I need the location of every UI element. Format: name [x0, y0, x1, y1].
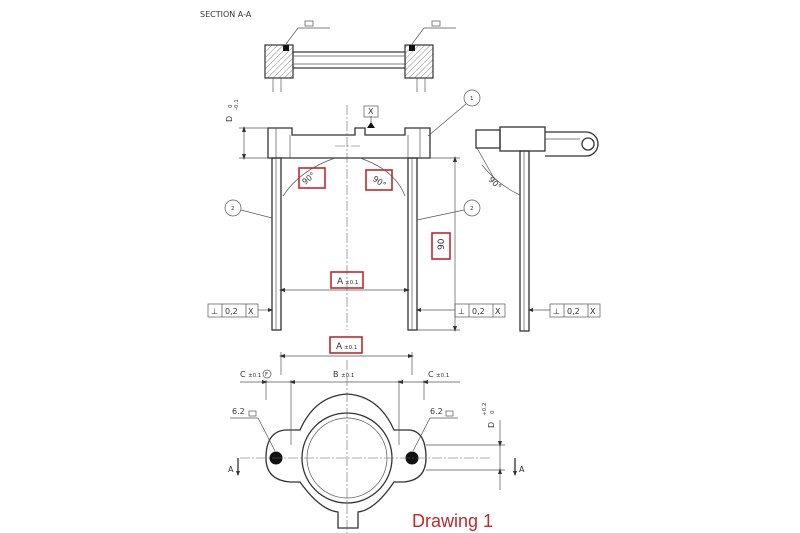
section-view: SECTION A-A — [200, 10, 456, 92]
svg-text:X: X — [248, 307, 254, 316]
dim-d-bottom-label: D — [487, 422, 496, 428]
tolerance-frame-left: ⊥ 0,2 X — [207, 303, 273, 318]
dim-c-right-tol: ±0.1 — [436, 373, 449, 379]
weld-left-text: 6.2 — [232, 407, 245, 416]
dim-a-bottom-box — [329, 336, 363, 354]
dim-d-bottom-tol-lower: 0 — [490, 410, 496, 414]
top-view: A ±0.1 C ±0.1 F B ±0.1 C ±0.1 — [228, 336, 525, 533]
callout-1-label: 1 — [470, 96, 474, 102]
datum-triangle — [367, 122, 375, 128]
svg-text:⊥: ⊥ — [211, 307, 218, 316]
svg-text:X: X — [590, 307, 596, 316]
svg-text:⊥: ⊥ — [458, 307, 465, 316]
datum-x-label: X — [368, 107, 374, 116]
dim-a-middle-tol: ±0.1 — [345, 280, 358, 286]
datum-x-box — [363, 105, 379, 118]
drawing-caption: Drawing 1 — [412, 511, 493, 531]
free-state-modifier — [262, 369, 272, 379]
dim-a-bottom-label: A — [336, 342, 343, 352]
dim-c-left-label: C — [240, 370, 246, 379]
svg-text:0,2: 0,2 — [472, 307, 485, 316]
section-bar — [292, 51, 406, 69]
angle-left-box — [298, 167, 326, 189]
dim-d-top-tol-lower: -0.1 — [234, 99, 240, 110]
callout-1 — [463, 89, 481, 107]
dim-c-right-label: C — [428, 370, 434, 379]
section-title: SECTION A-A — [200, 10, 252, 19]
front-head — [267, 127, 431, 159]
dim-a-middle-label: A — [337, 277, 344, 287]
angle-right-box — [365, 169, 393, 191]
callout-2-right-label: 2 — [470, 206, 474, 212]
tolerance-frame-middle: ⊥ 0,2 X — [416, 303, 506, 318]
callout-2-left-label: 2 — [231, 206, 235, 212]
dim-d-bottom-tol-upper: +0.2 — [482, 403, 488, 416]
callout-2-right — [463, 199, 481, 217]
dim-a-middle-box — [330, 271, 364, 289]
angle-right-text: 90° — [371, 174, 388, 190]
svg-text:0,2: 0,2 — [225, 307, 238, 316]
angle-left-text: 90° — [301, 171, 318, 187]
section-mark-left: A — [228, 465, 234, 474]
dim-d-top-label: D — [225, 116, 234, 122]
dim-c-left-tol: ±0.1 — [248, 373, 261, 379]
callout-2-left — [224, 199, 242, 217]
section-weld-left — [283, 45, 289, 51]
dim-b-label: B — [333, 370, 339, 379]
front-rod-right — [407, 157, 418, 331]
front-rod-left — [271, 157, 282, 331]
dim-90-text: 90 — [437, 238, 447, 250]
svg-text:⊥: ⊥ — [553, 307, 560, 316]
dim-d-top-tol-upper: 0 — [228, 104, 234, 108]
angle-side-text: 90° — [487, 175, 503, 191]
side-rod — [519, 150, 530, 332]
weld-right-text: 6.2 — [430, 407, 443, 416]
front-view: X D 0 -0.1 1 2 2 90° 90° 90 — [207, 89, 506, 332]
tolerance-frame-right: ⊥ 0,2 X — [528, 303, 601, 318]
dim-a-bottom-tol: ±0.1 — [344, 345, 357, 351]
side-view: 90° ⊥ 0,2 X — [475, 126, 601, 332]
section-mark-right: A — [519, 465, 525, 474]
dim-b-tol: ±0.1 — [341, 373, 354, 379]
dim-c-mod: F — [265, 372, 268, 378]
svg-text:0,2: 0,2 — [567, 307, 580, 316]
section-weld-right — [409, 45, 415, 51]
dim-90-box — [431, 232, 451, 260]
top-body-outline — [265, 393, 427, 529]
svg-text:X: X — [495, 307, 501, 316]
